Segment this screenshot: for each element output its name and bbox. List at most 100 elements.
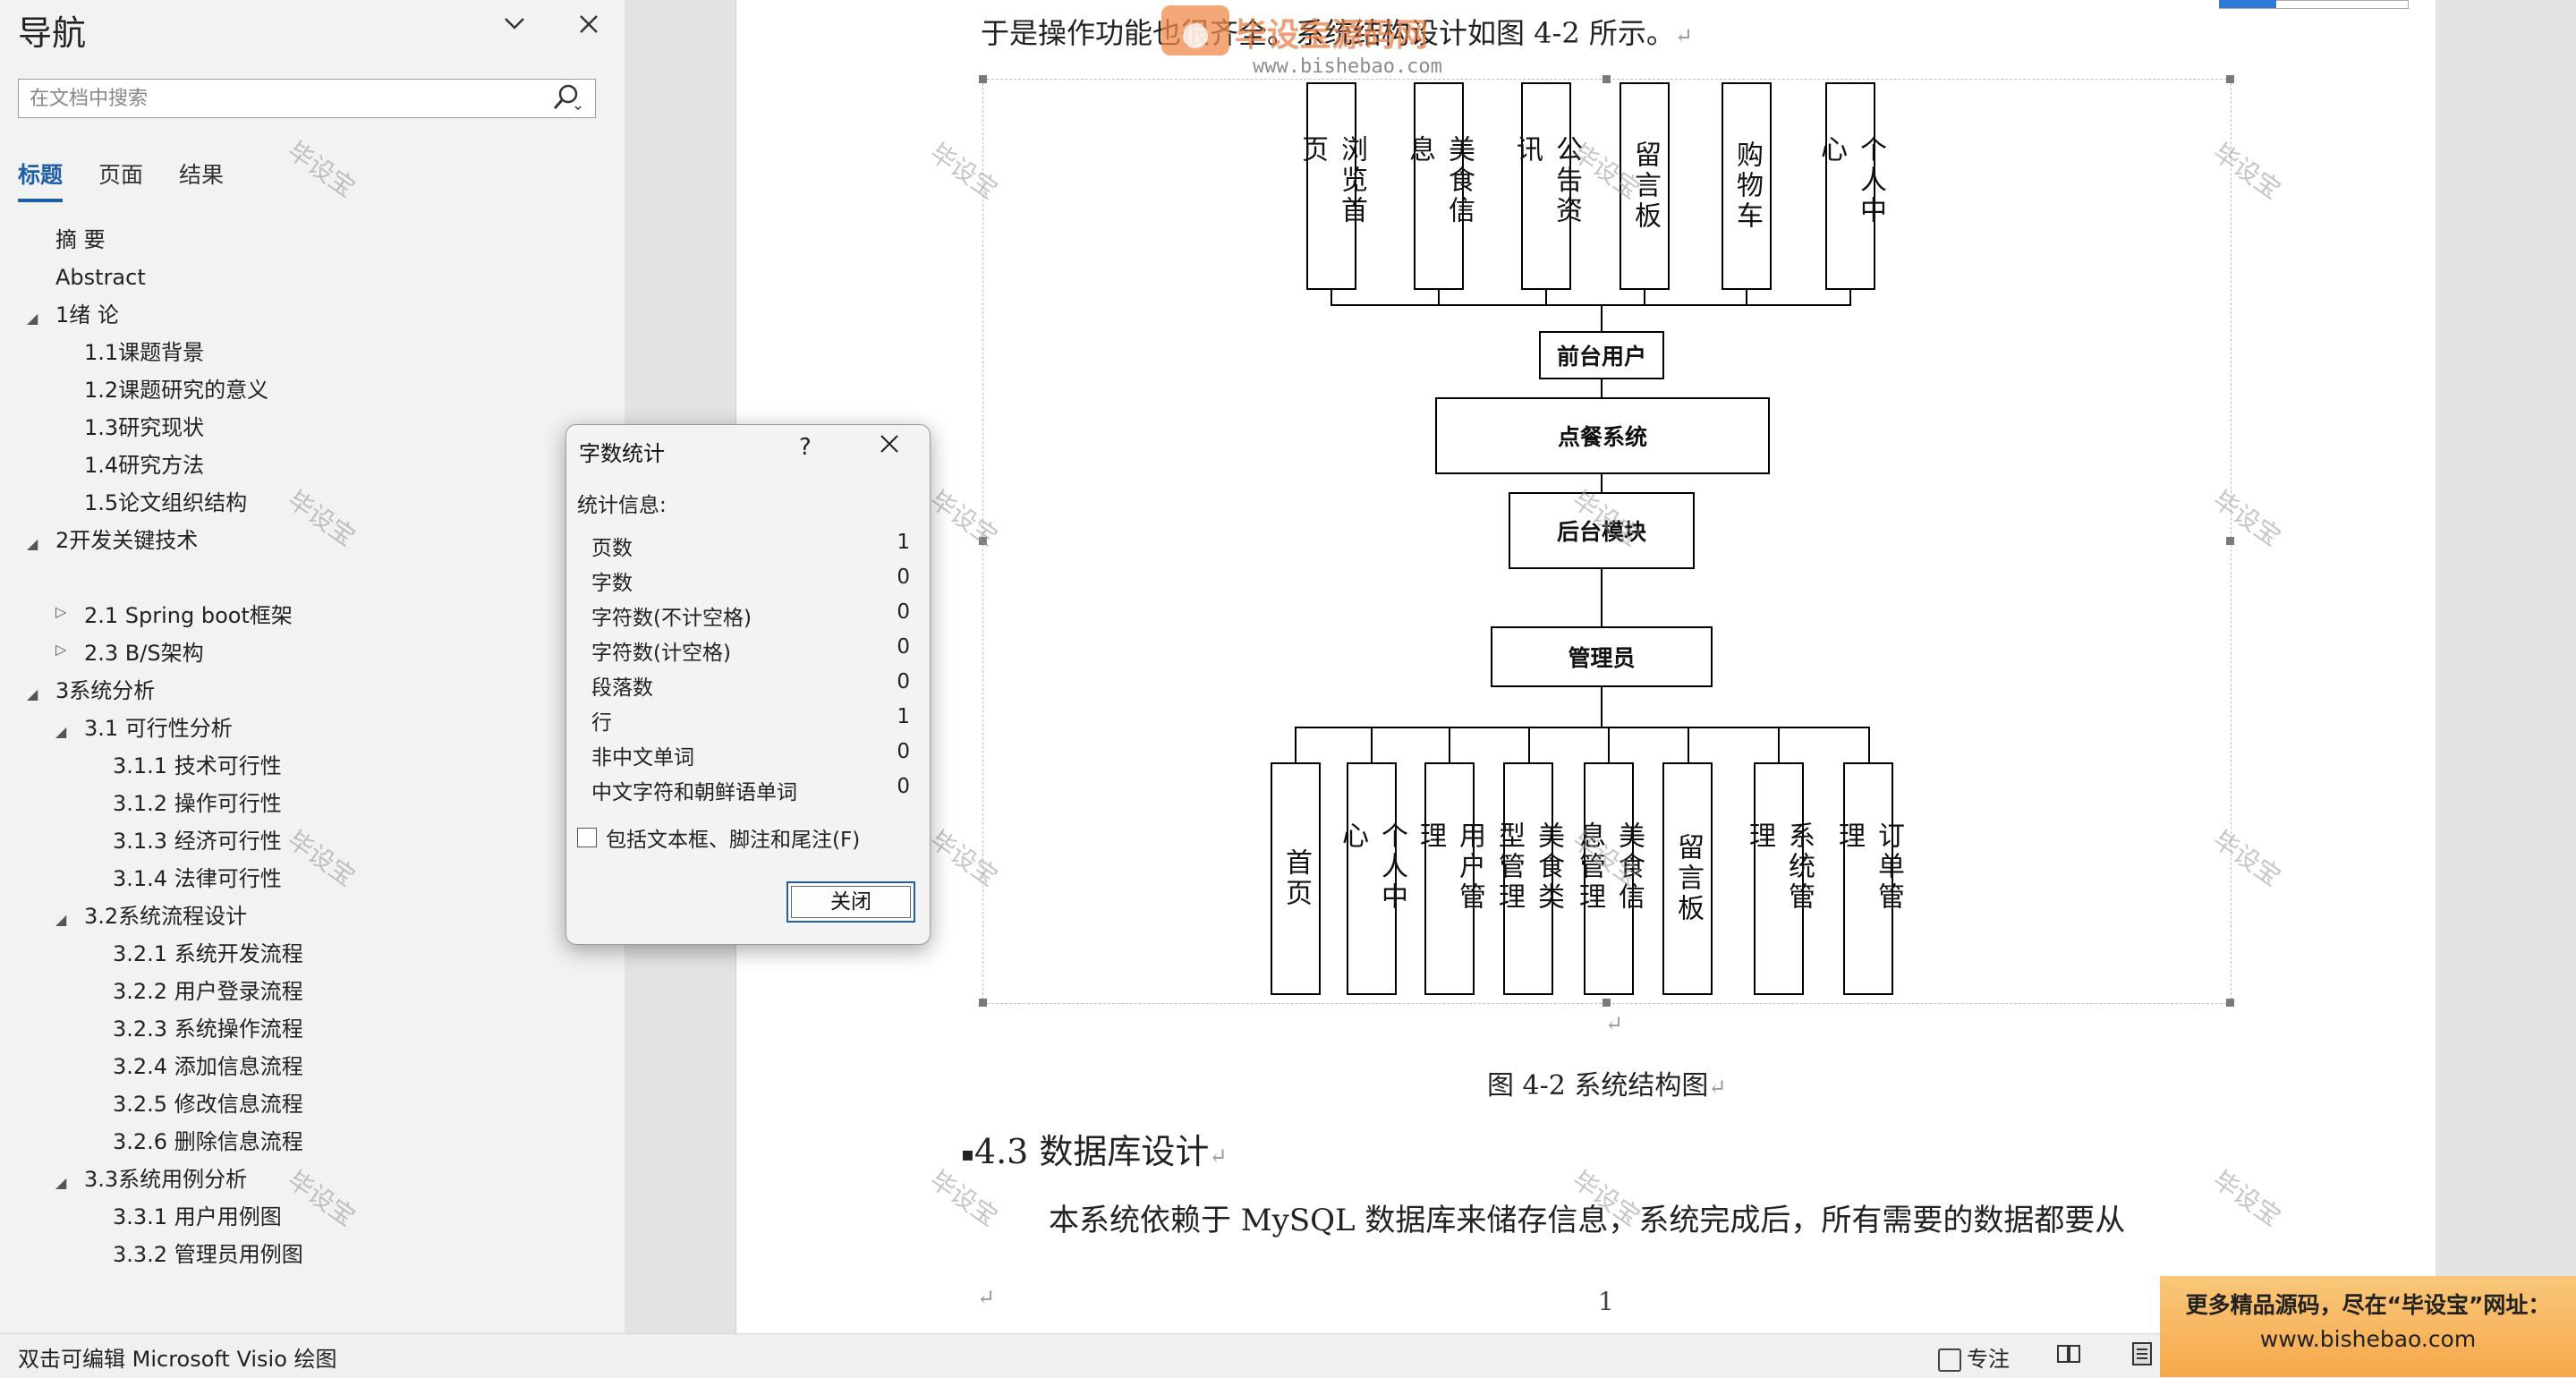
- dialog-title: 字数统计: [579, 441, 665, 466]
- tree-item[interactable]: 3.1.1 技术可行性: [113, 753, 282, 778]
- tree-item[interactable]: 3.1 可行性分析: [84, 716, 233, 741]
- tree-item[interactable]: 1.3研究现状: [84, 415, 205, 440]
- diagram-node-top: 留言板: [1620, 82, 1670, 290]
- resize-handle[interactable]: [979, 75, 987, 83]
- tree-item[interactable]: 1.1课题背景: [84, 340, 205, 365]
- resize-handle[interactable]: [2226, 75, 2234, 83]
- resize-handle[interactable]: [979, 999, 987, 1007]
- resize-handle[interactable]: [2226, 999, 2234, 1007]
- include-textbox-checkbox[interactable]: 包括文本框、脚注和尾注(F): [577, 822, 860, 853]
- diagram-node-bottom: 留言板: [1662, 762, 1713, 995]
- figure-caption[interactable]: 图 4-2 系统结构图↵: [1487, 1070, 1727, 1102]
- tree-item[interactable]: 3.3系统用例分析: [84, 1167, 248, 1192]
- tree-item[interactable]: 3.3.2 管理员用例图: [113, 1242, 303, 1267]
- tree-item[interactable]: 3.1.3 经济可行性: [113, 829, 282, 854]
- connector: [1449, 727, 1450, 762]
- section-heading[interactable]: ▪4.3 数据库设计↵: [961, 1132, 1228, 1171]
- caret-expanded-icon[interactable]: ◢: [27, 685, 38, 702]
- caret-expanded-icon[interactable]: ◢: [27, 535, 38, 552]
- stats-label: 统计信息:: [577, 494, 667, 517]
- tree-item[interactable]: 3.2.5 修改信息流程: [113, 1092, 303, 1117]
- diagram-node-admin: 管理员: [1491, 626, 1713, 687]
- tree-item[interactable]: 1.4研究方法: [84, 453, 205, 478]
- return-mark: ↵: [977, 1285, 996, 1310]
- tree-item[interactable]: 1.5论文组织结构: [84, 490, 248, 515]
- connector: [1528, 727, 1530, 762]
- connector: [1644, 290, 1645, 306]
- intro-paragraph[interactable]: 于是操作功能也很齐全。系统结构设计如图 4-2 所示。↵: [981, 16, 1693, 50]
- close-icon[interactable]: [876, 430, 903, 464]
- read-mode-icon[interactable]: [2056, 1341, 2081, 1373]
- stat-row: 字符数(不计空格)0: [591, 600, 910, 630]
- tree-item[interactable]: 3.3.1 用户用例图: [113, 1204, 282, 1229]
- resize-handle[interactable]: [1603, 999, 1611, 1007]
- diagram-node-top: 购物车: [1722, 82, 1772, 290]
- search-input[interactable]: [19, 80, 532, 117]
- tree-item[interactable]: 3.1.2 操作可行性: [113, 791, 282, 816]
- close-button[interactable]: 关闭: [786, 881, 915, 923]
- tree-item[interactable]: 3.2.2 用户登录流程: [113, 979, 303, 1004]
- status-bar: 双击可编辑 Microsoft Visio 绘图 专注: [0, 1333, 2576, 1378]
- help-button[interactable]: ?: [799, 434, 812, 461]
- connector: [1295, 727, 1869, 728]
- tree-item[interactable]: Abstract: [55, 265, 146, 290]
- tree-item[interactable]: 3系统分析: [55, 678, 156, 703]
- watermark: 毕设宝: [282, 135, 361, 203]
- connector: [1601, 687, 1603, 728]
- tree-item[interactable]: 3.2系统流程设计: [84, 904, 248, 929]
- document-gutter-right: [2436, 0, 2576, 1333]
- caret-collapsed-icon[interactable]: ▷: [55, 603, 67, 620]
- tree-item[interactable]: 3.2.6 删除信息流程: [113, 1129, 303, 1154]
- caret-expanded-icon[interactable]: ◢: [55, 723, 67, 740]
- resize-handle[interactable]: [979, 537, 987, 545]
- search-icon[interactable]: [550, 81, 582, 121]
- tree-item[interactable]: 摘 要: [55, 227, 106, 252]
- connector: [1746, 290, 1747, 306]
- connector: [1371, 727, 1373, 762]
- checkbox-box[interactable]: [577, 828, 597, 847]
- page-number: 1: [1598, 1287, 1614, 1316]
- tree-item[interactable]: 3.2.3 系统操作流程: [113, 1016, 303, 1042]
- caret-expanded-icon[interactable]: ◢: [55, 1174, 67, 1191]
- scrollbar-indicator[interactable]: [2219, 0, 2276, 8]
- connector: [1601, 474, 1603, 492]
- connector: [1295, 727, 1297, 762]
- tree-item[interactable]: 2开发关键技术: [55, 528, 199, 553]
- tree-item[interactable]: 3.2.4 添加信息流程: [113, 1054, 303, 1079]
- connector: [1688, 727, 1689, 762]
- resize-handle[interactable]: [1603, 75, 1611, 83]
- caret-expanded-icon[interactable]: ◢: [27, 310, 38, 327]
- resize-handle[interactable]: [2226, 537, 2234, 545]
- promo-line1: 更多精品源码，尽在“毕设宝”网址：: [2185, 1292, 2551, 1318]
- tab-pages[interactable]: 页面: [98, 162, 144, 188]
- tree-item[interactable]: 1绪 论: [55, 302, 119, 327]
- connector: [1849, 290, 1851, 306]
- tree-item[interactable]: 2.3 B/S架构: [84, 641, 204, 666]
- tree-item[interactable]: 3.2.1 系统开发流程: [113, 941, 303, 966]
- connector: [1438, 290, 1440, 306]
- focus-mode-button[interactable]: 专注: [1938, 1341, 2010, 1373]
- focus-icon: [1938, 1348, 1961, 1372]
- chevron-down-icon[interactable]: [501, 9, 528, 45]
- tree-item[interactable]: 2.1 Spring boot框架: [84, 603, 293, 628]
- navigation-pane: 导航 标题 页面 结果 摘 要 Abstract ◢ 1绪 论 1.1课题背景 …: [0, 0, 625, 1333]
- stat-row: 字符数(计空格)0: [591, 635, 910, 665]
- search-box[interactable]: [18, 79, 596, 118]
- promo-banner[interactable]: 更多精品源码，尽在“毕设宝”网址： www.bishebao.com: [2160, 1276, 2576, 1377]
- body-paragraph[interactable]: 本系统依赖于 MySQL 数据库来储存信息，系统完成后，所有需要的数据都要从: [1049, 1203, 2126, 1238]
- connector: [1601, 304, 1603, 331]
- tree-item[interactable]: 3.1.4 法律可行性: [113, 866, 282, 891]
- tab-headings[interactable]: 标题: [18, 157, 64, 202]
- watermark: 毕设宝: [282, 1164, 361, 1232]
- tree-item[interactable]: 1.2课题研究的意义: [84, 378, 269, 403]
- diagram-node-bottom: 首页: [1271, 762, 1321, 995]
- close-icon[interactable]: [576, 9, 601, 45]
- print-layout-icon[interactable]: [2130, 1341, 2155, 1373]
- caret-collapsed-icon[interactable]: ▷: [55, 641, 67, 658]
- tab-results[interactable]: 结果: [179, 162, 225, 188]
- caret-expanded-icon[interactable]: ◢: [55, 911, 67, 928]
